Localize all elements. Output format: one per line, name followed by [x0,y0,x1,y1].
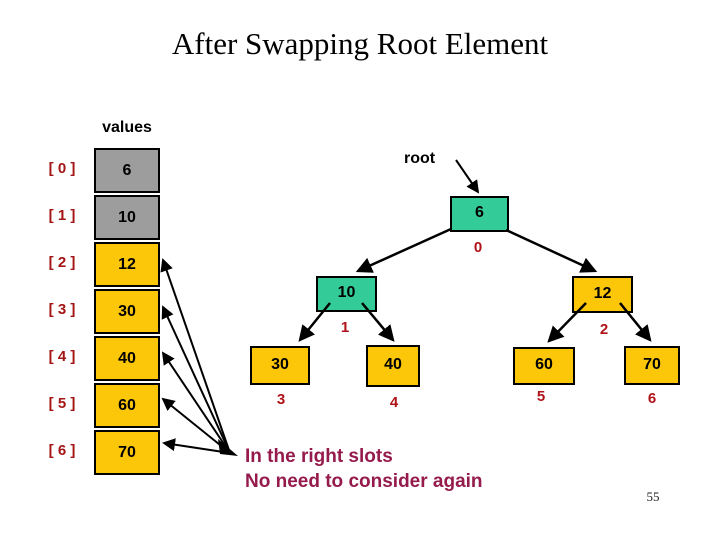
array-index-0: [ 0 ] [48,160,76,177]
pointer-cell-5-icon [161,397,231,454]
tree-node-index-5: 5 [536,388,546,405]
slide-title: After Swapping Root Element [171,26,549,61]
tree-node-index-2: 2 [599,321,609,338]
array-index-6: [ 6 ] [48,442,76,459]
array-index-4: [ 4 ] [48,348,76,365]
pointer-hub-arrowhead-icon [218,439,238,456]
array-cell-1: 10 [94,195,160,240]
array-index-5: [ 5 ] [48,395,76,412]
tree-node-4: 40 [366,345,420,387]
tree-node-index-0: 0 [473,239,483,256]
caption-line-2: No need to consider again [245,471,483,492]
array-index-3: [ 3 ] [48,301,76,318]
pointer-cell-3-icon [161,305,231,454]
array-cell-5: 60 [94,383,160,428]
tree-node-index-6: 6 [647,390,657,407]
tree-node-2: 12 [572,276,633,313]
tree-node-index-4: 4 [389,394,399,411]
tree-node-index-1: 1 [340,319,350,336]
array-cell-6: 70 [94,430,160,475]
tree-node-1: 10 [316,276,377,312]
edge-0-1-icon [355,227,452,273]
root-pointer-arrow [455,159,480,194]
edge-0-2-icon [505,228,598,273]
pointer-cell-4-icon [161,351,231,454]
caption-line-1: In the right slots [245,446,393,467]
array-index-1: [ 1 ] [48,207,76,224]
tree-node-5: 60 [513,347,575,385]
tree-node-index-3: 3 [276,391,286,408]
pointer-cell-2-icon [160,258,231,454]
root-label: root [404,150,436,167]
tree-node-0: 6 [450,196,509,232]
tree-node-3: 30 [250,346,310,385]
array-cell-4: 40 [94,336,160,381]
array-header: values [102,119,152,136]
caption: In the right slots No need to consider a… [245,444,483,494]
array-index-2: [ 2 ] [48,254,76,271]
pointer-cell-6-icon [162,438,231,454]
page-number: 55 [646,489,660,504]
array-cell-3: 30 [94,289,160,334]
array-cell-0: 6 [94,148,160,193]
tree-node-6: 70 [624,346,680,385]
array-cell-2: 12 [94,242,160,287]
